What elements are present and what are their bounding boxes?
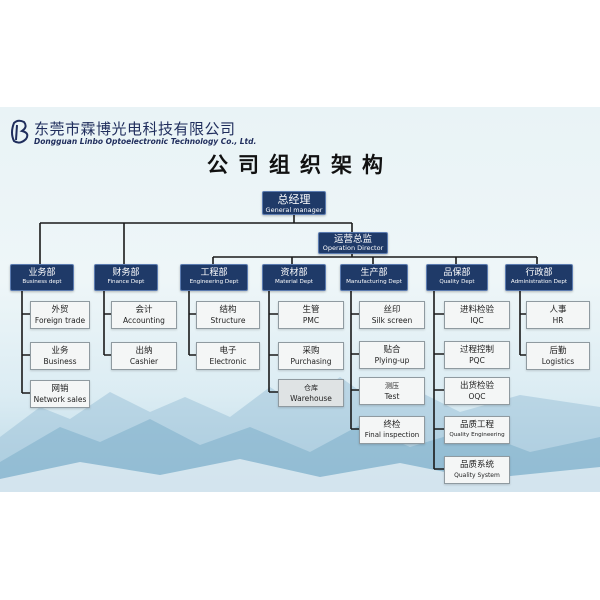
sub-network-sales: 网销 Network sales xyxy=(30,380,90,408)
sub-label-en: Purchasing xyxy=(290,357,332,366)
dept-business: 业务部 Business dept xyxy=(10,264,74,291)
sub-accounting: 会计 Accounting xyxy=(111,301,177,329)
sub-label-en: PMC xyxy=(302,316,320,325)
dept-manufacturing-en: Manufacturing Dept xyxy=(346,279,402,285)
sub-label-cn: 测压 xyxy=(385,382,399,390)
sub-label-en: Final inspection xyxy=(364,431,420,439)
operation-director-cn: 运营总监 xyxy=(333,234,372,245)
company-name-en: Dongguan Linbo Optoelectronic Technology… xyxy=(34,137,257,146)
dept-engineering-cn: 工程部 xyxy=(200,268,228,278)
sub-foreign-trade: 外贸 Foreign trade xyxy=(30,301,90,329)
dept-finance: 财务部 Finance Dept xyxy=(94,264,158,291)
sub-label-en: Plying-up xyxy=(374,356,410,365)
dept-material-cn: 资材部 xyxy=(280,268,308,278)
sub-test: 测压 Test xyxy=(359,377,425,405)
sub-electronic: 电子 Electronic xyxy=(196,342,260,370)
sub-silk-screen: 丝印 Silk screen xyxy=(359,301,425,329)
sub-label-cn: 人事 xyxy=(549,305,567,315)
sub-cashier: 出纳 Cashier xyxy=(111,342,177,370)
sub-label-en: Silk screen xyxy=(371,316,413,325)
operation-director-en: Operation Director xyxy=(322,244,384,252)
sub-label-en: Cashier xyxy=(129,357,159,366)
sub-hr: 人事 HR xyxy=(526,301,590,329)
sub-label-en: PQC xyxy=(469,356,485,365)
operation-director-box: 运营总监 Operation Director xyxy=(318,232,388,254)
dept-business-cn: 业务部 xyxy=(28,268,56,278)
sub-logistics: 后勤 Logistics xyxy=(526,342,590,370)
sub-label-cn: 终检 xyxy=(383,420,401,430)
sub-label-cn: 仓库 xyxy=(304,384,318,392)
sub-label-en: Accounting xyxy=(123,316,165,325)
sub-label-cn: 结构 xyxy=(219,305,237,315)
sub-label-cn: 出货检验 xyxy=(459,381,494,391)
sub-quality-engineering: 品质工程 Quality Engineering xyxy=(444,416,510,444)
sub-structure: 结构 Structure xyxy=(196,301,260,329)
dept-business-en: Business dept xyxy=(22,279,62,285)
general-manager-en: General manager xyxy=(265,206,323,214)
sub-iqc: 进料检验 IQC xyxy=(444,301,510,329)
sub-warehouse: 仓库 Warehouse xyxy=(278,379,344,407)
company-name-cn: 东莞市霖博光电科技有限公司 xyxy=(34,120,236,138)
sub-label-en: Foreign trade xyxy=(34,316,86,325)
sub-quality-system: 品质系统 Quality System xyxy=(444,456,510,484)
sub-label-cn: 采购 xyxy=(302,346,320,356)
sub-label-cn: 电子 xyxy=(219,346,237,356)
sub-purchasing: 采购 Purchasing xyxy=(278,342,344,370)
sub-label-en: Quality System xyxy=(454,472,500,479)
sub-label-cn: 网销 xyxy=(51,384,69,394)
sub-label-cn: 品质系统 xyxy=(459,460,494,470)
sub-label-en: Logistics xyxy=(541,357,575,366)
general-manager-cn: 总经理 xyxy=(277,193,311,206)
org-chart-poster: 东莞市霖博光电科技有限公司 Dongguan Linbo Optoelectro… xyxy=(0,107,600,492)
company-logo-icon xyxy=(11,119,29,144)
connector-lines xyxy=(21,213,538,470)
dept-manufacturing-cn: 生产部 xyxy=(360,268,388,278)
sub-label-cn: 品质工程 xyxy=(459,420,494,430)
sub-label-en: HR xyxy=(552,316,564,325)
dept-administration: 行政部 Administration Dept xyxy=(505,264,573,291)
dept-manufacturing: 生产部 Manufacturing Dept xyxy=(340,264,408,291)
sub-label-en: Structure xyxy=(210,316,246,325)
dept-quality-en: Quality Dept xyxy=(439,279,475,285)
sub-label-cn: 出纳 xyxy=(135,346,153,356)
sub-label-cn: 丝印 xyxy=(383,305,401,315)
dept-finance-en: Finance Dept xyxy=(107,279,145,285)
sub-label-en: Warehouse xyxy=(290,394,332,403)
sub-plying-up: 贴合 Plying-up xyxy=(359,341,425,369)
sub-label-en: Electronic xyxy=(209,357,247,366)
sub-label-en: Test xyxy=(384,392,400,401)
sub-label-en: Quality Engineering xyxy=(449,432,505,438)
dept-material: 资材部 Material Dept xyxy=(262,264,326,291)
dept-quality-cn: 品保部 xyxy=(443,268,471,278)
sub-label-cn: 生管 xyxy=(302,305,320,315)
dept-material-en: Material Dept xyxy=(275,279,313,285)
sub-pmc: 生管 PMC xyxy=(278,301,344,329)
chart-title: 公司组织架构 xyxy=(207,153,393,177)
general-manager-box: 总经理 General manager xyxy=(262,191,326,215)
sub-pqc: 过程控制 PQC xyxy=(444,341,510,369)
dept-engineering-en: Engineering Dept xyxy=(189,279,239,285)
sub-final-inspection: 终检 Final inspection xyxy=(359,416,425,444)
sub-label-en: Business xyxy=(43,357,77,366)
sub-label-en: IQC xyxy=(470,316,484,325)
sub-label-cn: 进料检验 xyxy=(459,305,494,315)
sub-label-cn: 业务 xyxy=(51,346,69,356)
sub-label-en: OQC xyxy=(468,392,486,401)
sub-label-cn: 过程控制 xyxy=(459,345,494,355)
sub-business: 业务 Business xyxy=(30,342,90,370)
sub-label-cn: 贴合 xyxy=(383,345,401,355)
sub-label-en: Network sales xyxy=(33,395,87,404)
sub-label-cn: 后勤 xyxy=(549,346,567,356)
dept-administration-en: Administration Dept xyxy=(510,279,568,285)
sub-label-cn: 会计 xyxy=(135,305,153,315)
dept-engineering: 工程部 Engineering Dept xyxy=(180,264,248,291)
dept-administration-cn: 行政部 xyxy=(525,268,553,278)
sub-label-cn: 外贸 xyxy=(51,305,69,315)
sub-oqc: 出货检验 OQC xyxy=(444,377,510,405)
dept-quality: 品保部 Quality Dept xyxy=(426,264,488,291)
dept-finance-cn: 财务部 xyxy=(112,268,140,278)
